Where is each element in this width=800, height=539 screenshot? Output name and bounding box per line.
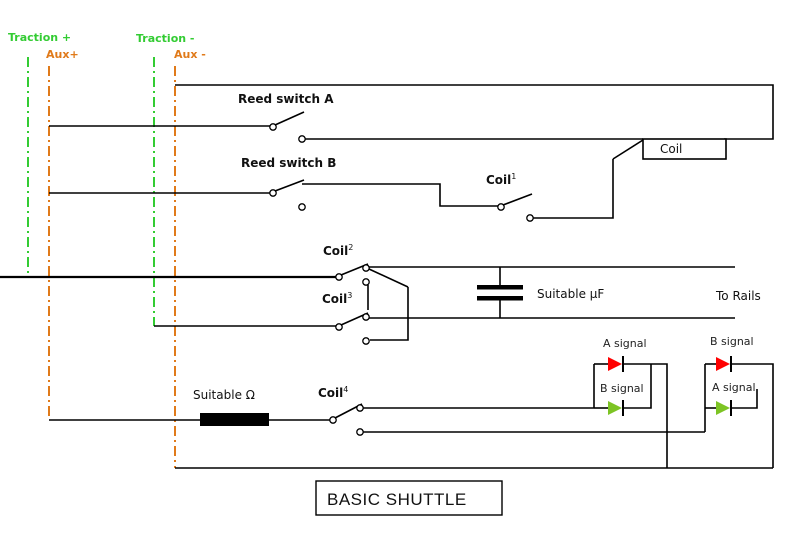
coil4-lower-terminal bbox=[356, 428, 364, 436]
resistor-label: Suitable Ω bbox=[193, 388, 255, 402]
coil-box-label: Coil bbox=[660, 142, 682, 156]
capacitor-plate-top bbox=[477, 285, 523, 290]
coil1-common-terminal bbox=[497, 203, 505, 211]
a-signal-label-1: A signal bbox=[603, 337, 647, 350]
aux-minus-label: Aux - bbox=[174, 48, 206, 61]
coil4-label: Coil4 bbox=[318, 385, 348, 400]
b-signal-label-1: B signal bbox=[600, 382, 644, 395]
coil2-common-terminal bbox=[335, 273, 343, 281]
relay-coil-box bbox=[642, 138, 727, 160]
reed-b-common-terminal bbox=[269, 189, 277, 197]
coil2-lower-terminal bbox=[362, 278, 370, 286]
b-signal-label-2: B signal bbox=[710, 335, 754, 348]
aux-minus-top-loop-wire bbox=[175, 84, 774, 140]
capacitor-plate-bottom bbox=[477, 296, 523, 301]
coil1-blade bbox=[502, 193, 533, 206]
reed-b-blade bbox=[274, 179, 305, 192]
aux-plus-label: Aux+ bbox=[46, 48, 79, 61]
diagram-title: BASIC SHUTTLE bbox=[327, 490, 467, 509]
crossover-return-wire bbox=[370, 287, 409, 341]
to-rails-label: To Rails bbox=[715, 289, 761, 303]
title-box bbox=[315, 480, 503, 516]
a-signal-label-2: A signal bbox=[712, 381, 756, 394]
reed-switch-b-label: Reed switch B bbox=[241, 156, 336, 170]
signal2-bottom-out-wire bbox=[731, 389, 758, 409]
coil2-cross-wire bbox=[368, 268, 409, 288]
reed-b-contact-terminal bbox=[298, 203, 306, 211]
reed-b-to-coil1-wire bbox=[302, 183, 498, 207]
resistor bbox=[200, 413, 269, 426]
a-signal-led-2 bbox=[716, 401, 730, 415]
signal2-top-out-wire bbox=[731, 363, 774, 468]
coil4-upper-terminal bbox=[356, 404, 364, 412]
coil3-upper-terminal bbox=[362, 313, 370, 321]
reed-a-contact-terminal bbox=[298, 135, 306, 143]
b-signal-led-1 bbox=[608, 401, 622, 415]
signal1-bottom-out-wire bbox=[623, 364, 652, 409]
coil2-label: Coil2 bbox=[323, 243, 353, 258]
coil1-contact-terminal bbox=[526, 214, 534, 222]
coil1-label: Coil1 bbox=[486, 172, 516, 187]
coil3-label: Coil3 bbox=[322, 291, 352, 306]
reed-a-common-terminal bbox=[269, 123, 277, 131]
coil4-common-terminal bbox=[329, 416, 337, 424]
b-signal-led-2 bbox=[716, 357, 730, 371]
signal1-top-out-wire bbox=[623, 363, 668, 468]
capacitor-label: Suitable µF bbox=[537, 287, 604, 301]
coil3-common-terminal bbox=[335, 323, 343, 331]
coil2-upper-terminal bbox=[362, 264, 370, 272]
traction-plus-label: Traction + bbox=[8, 31, 71, 44]
a-signal-led-1 bbox=[608, 357, 622, 371]
coil-diagonal-wire bbox=[612, 139, 644, 160]
coil-return-wire bbox=[533, 159, 614, 219]
coil3-lower-terminal bbox=[362, 337, 370, 345]
reed-switch-a-label: Reed switch A bbox=[238, 92, 334, 106]
reed-a-blade bbox=[274, 111, 305, 126]
traction-minus-label: Traction - bbox=[136, 32, 194, 45]
